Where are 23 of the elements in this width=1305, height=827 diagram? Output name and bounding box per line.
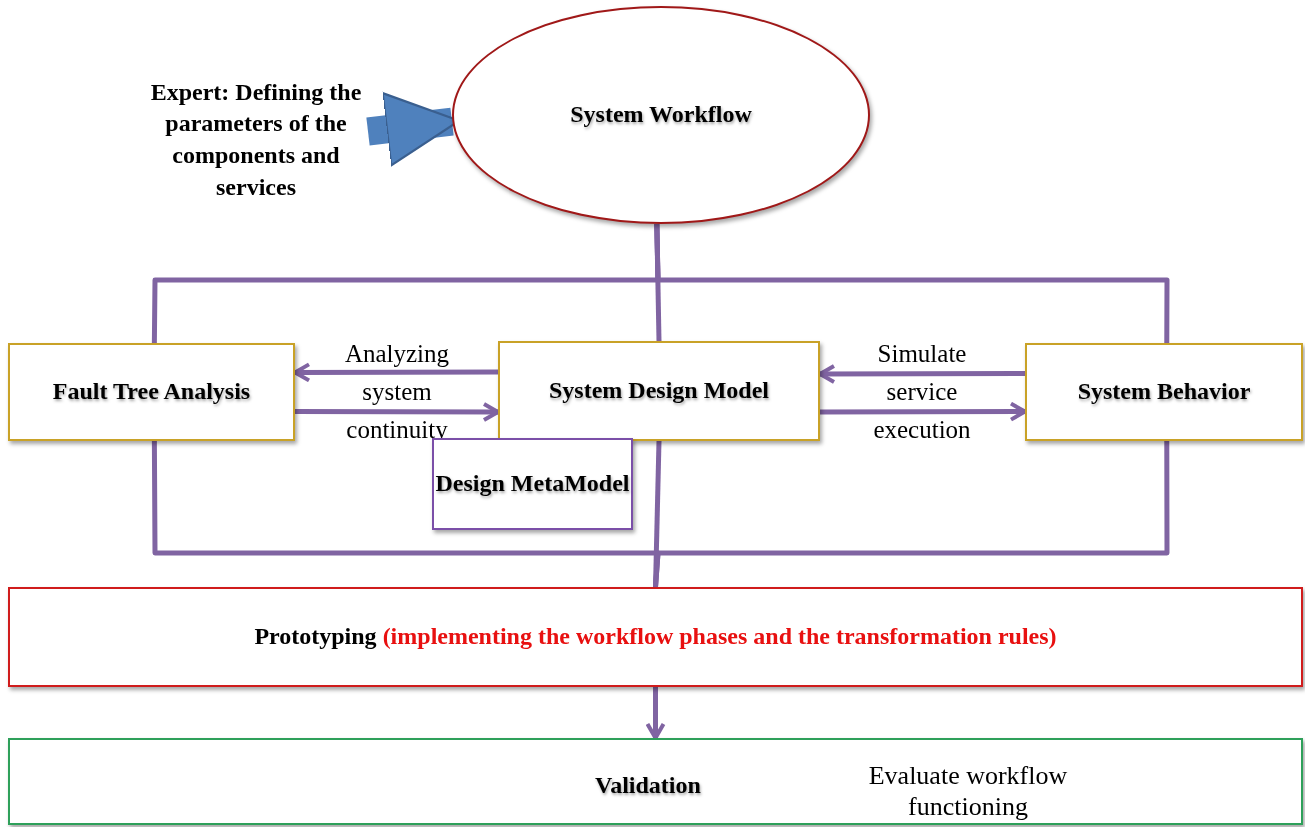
box-title: Fault Tree Analysis xyxy=(52,377,251,407)
connector-line xyxy=(653,441,1170,588)
connector-line xyxy=(654,223,1170,343)
process-box xyxy=(498,341,820,441)
process-box xyxy=(8,343,295,441)
box-title: System Design Model xyxy=(549,376,769,406)
box-title: System Workflow xyxy=(570,100,752,130)
box-text: Prototyping xyxy=(254,622,377,652)
process-box xyxy=(8,587,1303,687)
note-text: Expert: Defining the parameters of the components and services xyxy=(149,77,363,202)
process-box xyxy=(8,738,1303,825)
box-title: System Behavior xyxy=(1077,377,1251,407)
process-box xyxy=(432,438,633,530)
edge-label: Simulate service execution xyxy=(872,339,972,445)
arrow xyxy=(645,687,666,740)
arrow xyxy=(295,401,500,422)
box-text: (implementing the workflow phases and the transformation rules) xyxy=(382,622,1057,652)
edge-label: Analyzing system continuity xyxy=(343,339,451,445)
box-note: Evaluate workflow functioning xyxy=(867,760,1069,823)
process-box xyxy=(1025,343,1303,441)
box-title: Validation xyxy=(595,771,701,800)
box-title: Design MetaModel xyxy=(435,469,630,499)
arrow xyxy=(820,401,1027,422)
